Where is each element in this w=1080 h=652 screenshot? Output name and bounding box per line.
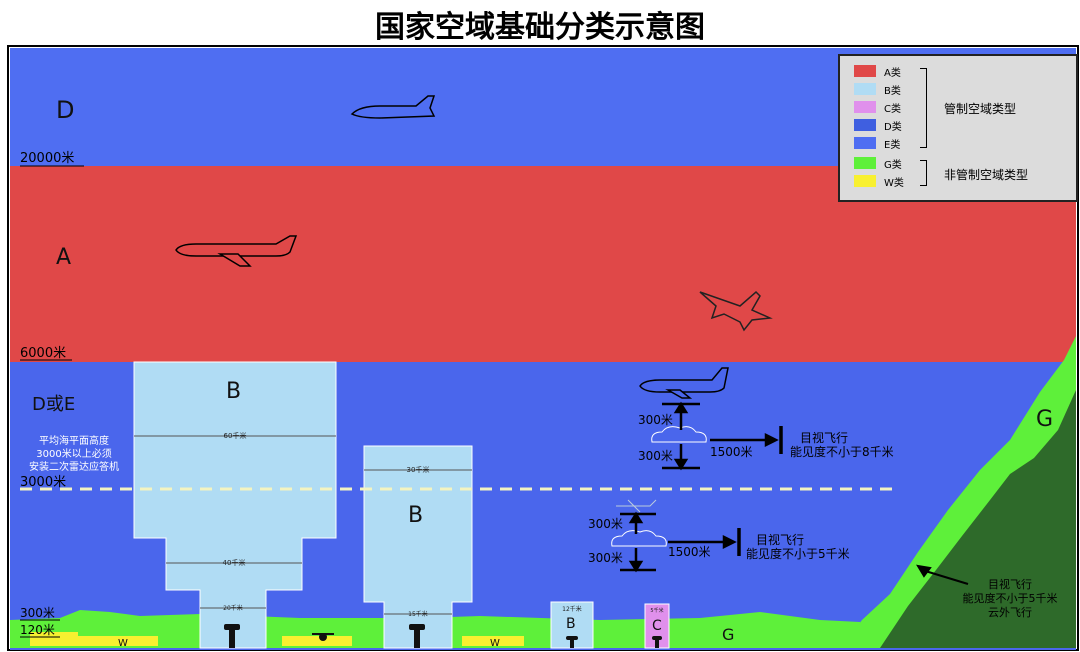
legend-label-b: B类	[884, 85, 901, 97]
legend-group-controlled: 管制空域类型	[944, 102, 1017, 116]
radar-note-line2: 3000米以上必须	[36, 447, 111, 460]
legend-item-e: E类	[854, 136, 901, 151]
tower-small-icon	[566, 636, 578, 648]
control-tower-icon	[224, 624, 240, 648]
legend-item-g: G类	[854, 156, 902, 171]
zone-w2-label: W	[490, 638, 500, 649]
zone-b2	[363, 445, 473, 649]
vfr-upper-arrows	[662, 401, 783, 471]
zone-w-1	[78, 636, 158, 646]
space-shuttle-icon	[350, 95, 436, 119]
radar-note-line1: 平均海平面高度	[39, 434, 109, 447]
vfr-lower-line1: 目视飞行	[756, 532, 804, 547]
zone-b1-label: B	[226, 379, 241, 404]
legend: A类 B类 C类 D类 E类 G类 W类 管制空域类型 非管制空域类型	[838, 54, 1078, 202]
zone-d-or-e-label: D或E	[32, 394, 75, 415]
legend-label-c: C类	[884, 103, 901, 115]
vfr-g-line1: 目视飞行	[988, 577, 1032, 591]
legend-item-c: C类	[854, 100, 901, 115]
g-note-arrow	[916, 564, 969, 585]
b2-radius-30: 30千米	[407, 465, 430, 474]
zone-b1	[133, 361, 337, 649]
vfr-lower-below: 300米	[588, 551, 623, 565]
alt-3000-label: 3000米	[20, 475, 66, 490]
alt-300-label: 300米	[20, 606, 55, 620]
legend-label-w: W类	[884, 177, 904, 189]
c-small-radius: 5千米	[650, 607, 663, 614]
legend-bracket-controlled	[920, 68, 927, 148]
zone-d-top-label: D	[56, 96, 74, 124]
drone-icon	[312, 633, 334, 641]
legend-swatch-a	[854, 65, 876, 77]
b1-radius-20: 20千米	[223, 604, 243, 612]
legend-label-a: A类	[884, 67, 901, 79]
zone-g-ground-label: G	[722, 625, 734, 644]
vfr-g-line3: 云外飞行	[988, 606, 1032, 619]
legend-item-w: W类	[854, 174, 904, 189]
b-small-radius: 12千米	[562, 605, 582, 613]
legend-item-d: D类	[854, 118, 902, 133]
vfr-lower-arrows	[620, 511, 741, 573]
zone-g-mountain-label: G	[1036, 407, 1053, 432]
zone-a-label: A	[56, 245, 71, 270]
fighter-jet-icon	[699, 290, 773, 332]
vfr-upper-line1: 目视飞行	[800, 430, 848, 445]
legend-swatch-w	[854, 175, 876, 187]
vfr-upper-above: 300米	[638, 413, 673, 427]
legend-label-g: G类	[884, 159, 902, 171]
small-aircraft-icon	[616, 499, 657, 513]
zone-w1-label: W	[118, 638, 128, 649]
legend-bracket-uncontrolled	[920, 160, 927, 186]
mountain-g-inner	[880, 390, 1076, 648]
vfr-upper-below: 300米	[638, 449, 673, 463]
zone-b2-label: B	[408, 503, 423, 528]
zone-w-2	[462, 636, 524, 646]
zone-w-left	[30, 632, 78, 646]
legend-label-d: D类	[884, 121, 902, 133]
alt-120-label: 120米	[20, 623, 55, 637]
b2-radius-15: 15千米	[408, 610, 428, 618]
legend-group-uncontrolled: 非管制空域类型	[944, 168, 1029, 182]
tower-c-icon	[652, 636, 662, 648]
b1-radius-40: 40千米	[223, 558, 246, 567]
radar-note-line3: 安装二次雷达应答机	[29, 460, 119, 473]
airliner-icon-2	[639, 367, 729, 399]
vfr-lower-above: 300米	[588, 517, 623, 531]
vfr-upper-line2: 能见度不小于8千米	[790, 444, 894, 459]
b1-radius-60: 60千米	[224, 431, 247, 440]
vfr-g-line2: 能见度不小于5千米	[963, 591, 1058, 605]
legend-item-a: A类	[854, 64, 901, 79]
control-tower-icon-2	[409, 624, 425, 648]
page-title: 国家空域基础分类示意图	[375, 10, 705, 45]
zone-w-mid	[282, 636, 352, 646]
legend-swatch-e	[854, 137, 876, 149]
legend-item-b: B类	[854, 82, 901, 97]
legend-swatch-g	[854, 157, 876, 169]
legend-swatch-d	[854, 119, 876, 131]
legend-swatch-c	[854, 101, 876, 113]
alt-6000-label: 6000米	[20, 346, 66, 361]
zone-b-small-label: B	[566, 616, 576, 632]
vfr-upper-horizontal: 1500米	[710, 445, 753, 459]
legend-label-e: E类	[884, 139, 901, 151]
vfr-lower-horizontal: 1500米	[668, 545, 711, 559]
airliner-icon	[175, 235, 298, 267]
vfr-lower-line2: 能见度不小于5千米	[746, 546, 850, 561]
legend-swatch-b	[854, 83, 876, 95]
cloud-icon-lower	[611, 530, 667, 547]
alt-20000-label: 20000米	[20, 151, 74, 166]
zone-c-small-label: C	[652, 618, 662, 634]
